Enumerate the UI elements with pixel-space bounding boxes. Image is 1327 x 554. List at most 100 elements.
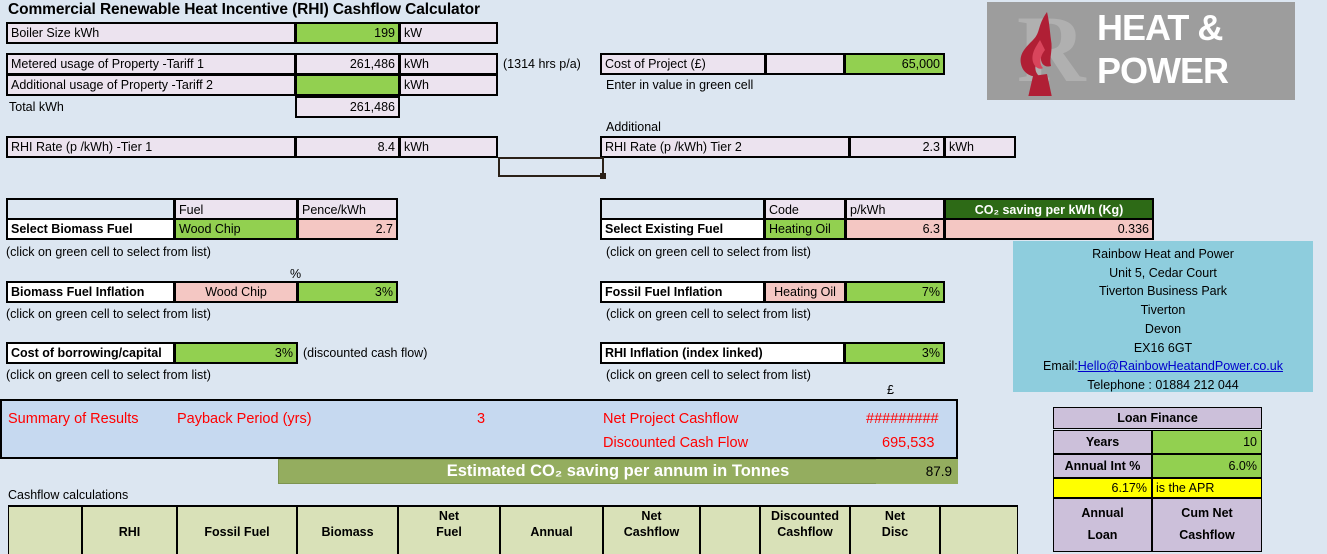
- cost-of-project-input[interactable]: 65,000: [844, 53, 945, 75]
- loan-col-cum-net-cashflow: Cum Net Cashflow: [1152, 498, 1262, 552]
- cashflow-col-1: RHI: [82, 507, 177, 554]
- loan-col-annual-line1: Annual: [1081, 506, 1124, 520]
- net-project-cashflow-label: Net Project Cashflow: [603, 411, 739, 427]
- rhi-tier2-label: RHI Rate (p /kWh) Tier 2: [600, 136, 850, 158]
- loan-interest-label: Annual Int %: [1053, 454, 1152, 478]
- fossil-inflation-hint: (click on green cell to select from list…: [606, 307, 811, 321]
- loan-years-value[interactable]: 10: [1152, 430, 1262, 454]
- cashflow-col-10-line1: [977, 509, 980, 525]
- rhi-tier2-unit: kWh: [944, 136, 1016, 158]
- metered-usage-label: Metered usage of Property -Tariff 1: [6, 53, 296, 75]
- metered-usage-value[interactable]: 261,486: [295, 53, 400, 75]
- cashflow-col-5: Annual: [500, 507, 603, 554]
- loan-col-annual-line2: Loan: [1087, 528, 1118, 542]
- additional-usage-unit: kWh: [399, 74, 498, 96]
- cost-of-borrowing-rate[interactable]: 3%: [174, 342, 298, 364]
- page-title: Commercial Renewable Heat Incentive (RHI…: [8, 1, 480, 18]
- cashflow-col-2: Fossil Fuel: [177, 507, 297, 554]
- cost-of-borrowing-note: (discounted cash flow): [303, 346, 428, 360]
- loan-apr-value: 6.17%: [1053, 478, 1152, 498]
- contact-email-link[interactable]: Hello@RainbowHeatandPower.co.uk: [1077, 359, 1283, 374]
- fossil-inflation-rate[interactable]: 7%: [845, 281, 945, 303]
- boiler-size-label: Boiler Size kWh: [6, 22, 296, 44]
- additional-header: Additional: [606, 120, 661, 134]
- rhi-tier2-value[interactable]: 2.3: [849, 136, 945, 158]
- biomass-fuel-pence: 2.7: [297, 218, 398, 240]
- biomass-col-fuel: Fuel: [174, 198, 298, 219]
- loan-interest-value[interactable]: 6.0%: [1152, 454, 1262, 478]
- cashflow-col-2-line1: [235, 509, 238, 525]
- percent-header: %: [290, 267, 302, 281]
- existing-fuel-co2: 0.336: [944, 218, 1154, 240]
- biomass-fuel-select[interactable]: Wood Chip: [174, 218, 298, 240]
- summary-heading: Summary of Results: [8, 411, 139, 427]
- existing-fuel-pkwh: 6.3: [845, 218, 945, 240]
- biomass-header-spacer: [6, 198, 175, 219]
- cashflow-col-7: [700, 507, 760, 554]
- cashflow-col-4-line1: Net: [438, 509, 460, 523]
- total-kwh-value: 261,486: [295, 96, 400, 118]
- rhi-tier1-label: RHI Rate (p /kWh) -Tier 1: [6, 136, 296, 158]
- existing-fuel-select[interactable]: Heating Oil: [764, 218, 846, 240]
- logo-line-1: HEAT &: [1097, 7, 1223, 48]
- loan-col-cum-line2: Cashflow: [1179, 528, 1235, 542]
- rhi-inflation-rate[interactable]: 3%: [844, 342, 945, 364]
- cashflow-col-1-line2: RHI: [118, 524, 141, 539]
- cashflow-col-0-line2: [43, 525, 46, 541]
- cost-of-project-hint: Enter in value in green cell: [606, 78, 754, 92]
- summary-of-results-panel: Summary of Results Payback Period (yrs) …: [0, 399, 958, 459]
- rhi-tier1-value[interactable]: 8.4: [295, 136, 400, 158]
- cashflow-col-8-line1: Discounted: [770, 509, 840, 523]
- existing-col-code: Code: [764, 198, 846, 219]
- cashflow-col-6-line2: Cashflow: [623, 524, 680, 539]
- total-kwh-label: Total kWh: [6, 96, 296, 118]
- fossil-inflation-fuel: Heating Oil: [764, 281, 846, 303]
- rhi-inflation-label: RHI Inflation (index linked): [600, 342, 845, 364]
- contact-postcode: EX16 6GT: [1133, 340, 1193, 355]
- cost-of-borrowing-hint: (click on green cell to select from list…: [6, 368, 211, 382]
- contact-phone: Telephone : 01884 212 044: [1087, 377, 1239, 392]
- additional-usage-label: Additional usage of Property -Tariff 2: [6, 74, 296, 96]
- biomass-col-pence: Pence/kWh: [297, 198, 398, 219]
- fossil-inflation-label: Fossil Fuel Inflation: [600, 281, 765, 303]
- cashflow-col-10: [940, 507, 1018, 554]
- cashflow-col-2-line2: Fossil Fuel: [204, 524, 270, 539]
- payback-period-label: Payback Period (yrs): [177, 411, 312, 427]
- biomass-inflation-rate[interactable]: 3%: [297, 281, 398, 303]
- cashflow-caption: Cashflow calculations: [8, 488, 129, 502]
- cashflow-col-8-line2: Cashflow: [777, 524, 833, 539]
- discounted-cash-flow-value: 695,533: [882, 435, 935, 451]
- contact-county: Devon: [1144, 321, 1182, 336]
- contact-email-prefix: Email:: [1043, 359, 1078, 374]
- biomass-select-hint: (click on green cell to select from list…: [6, 245, 211, 259]
- net-project-cashflow-value: #########: [866, 411, 939, 427]
- cashflow-col-10-line2: [977, 525, 980, 541]
- cashflow-col-9-line2: Disc: [881, 524, 909, 539]
- active-cell-selection[interactable]: [498, 157, 606, 179]
- cashflow-col-4-line2: Fuel: [436, 524, 462, 539]
- contact-address-1: Unit 5, Cedar Court: [1109, 265, 1217, 280]
- boiler-size-unit: kW: [399, 22, 498, 44]
- contact-email-row: Email:Hello@RainbowHeatandPower.co.uk: [1013, 357, 1313, 376]
- payback-period-value: 3: [477, 411, 486, 427]
- cashflow-col-7-line1: [728, 509, 731, 525]
- cashflow-col-9-line1: Net: [884, 509, 906, 523]
- cashflow-col-6-line1: Net: [641, 509, 662, 523]
- boiler-size-input[interactable]: 199: [295, 22, 400, 44]
- loan-years-label: Years: [1053, 430, 1152, 454]
- existing-header-spacer: [600, 198, 765, 219]
- select-biomass-fuel-label: Select Biomass Fuel: [6, 218, 175, 240]
- additional-usage-input[interactable]: [295, 74, 400, 96]
- biomass-inflation-hint: (click on green cell to select from list…: [6, 307, 211, 321]
- rhi-inflation-hint: (click on green cell to select from list…: [606, 368, 811, 382]
- biomass-inflation-fuel: Wood Chip: [174, 281, 298, 303]
- cashflow-col-3-line2: Biomass: [321, 524, 374, 539]
- cashflow-col-0-line1: [43, 509, 46, 525]
- contact-details-box: Rainbow Heat and Power Unit 5, Cedar Cou…: [1013, 241, 1313, 392]
- co2-saving-value: 87.9: [876, 459, 958, 484]
- contact-company: Rainbow Heat and Power: [1092, 247, 1234, 261]
- cashflow-col-1-line1: [128, 509, 131, 525]
